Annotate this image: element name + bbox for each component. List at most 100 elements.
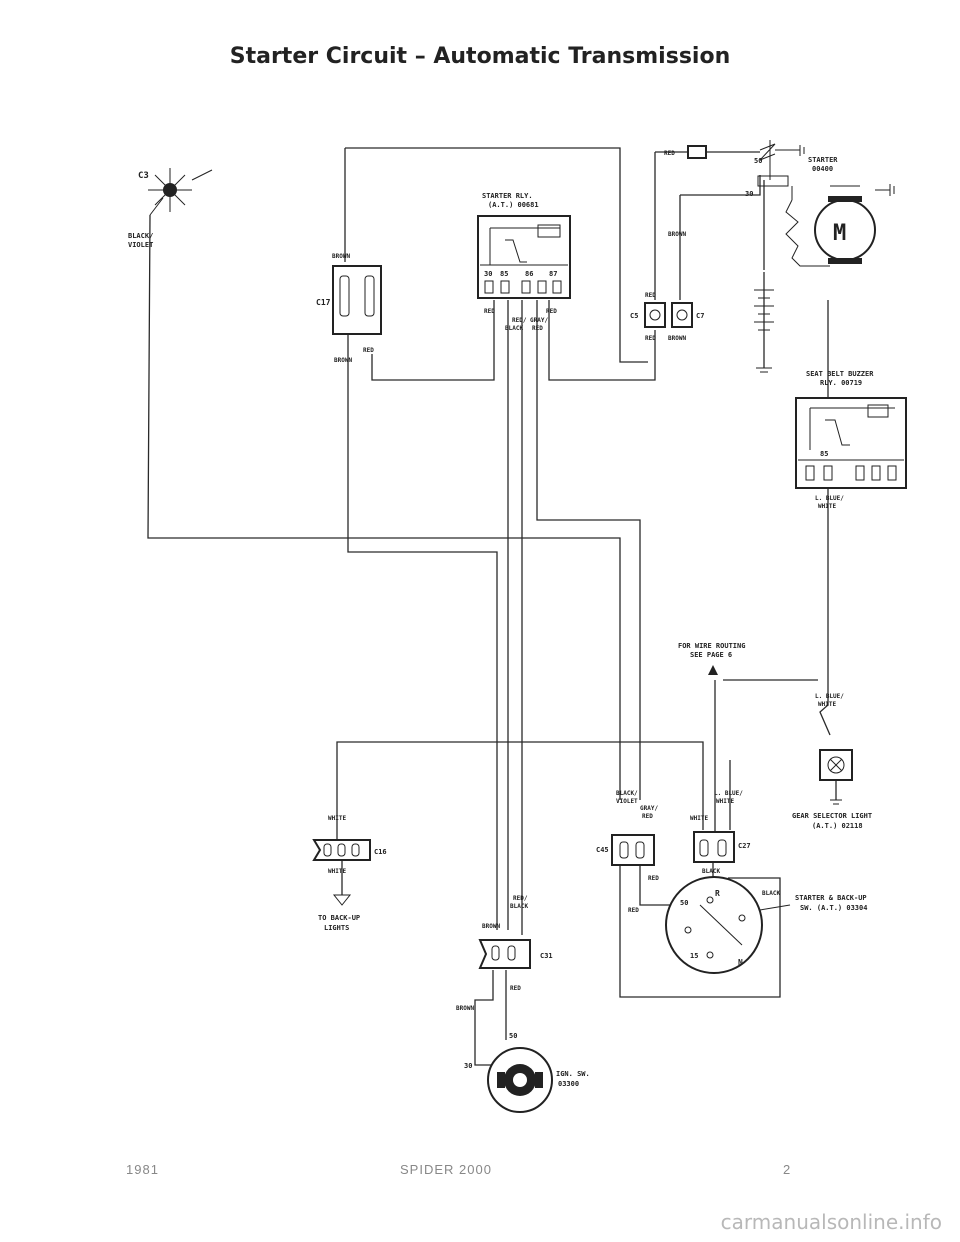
c45-gray-red-line1: GRAY/: [640, 805, 658, 812]
battery-symbol: [754, 289, 774, 373]
c3-label: C3: [138, 171, 149, 181]
switch-terminal-r: R: [715, 889, 720, 898]
c31-label: C31: [540, 952, 553, 960]
starter-label-line2: 00400: [812, 165, 833, 173]
ign-terminal-50: 50: [509, 1032, 517, 1040]
connector-c31: C31: [478, 939, 553, 969]
connector-c7: C7: [671, 302, 704, 328]
relay-red-label-2: RED: [546, 308, 557, 315]
starter-backup-switch: R N 50 15: [665, 876, 763, 974]
c31-rb-line1: RED/: [513, 895, 528, 902]
starter-red: RED: [664, 150, 675, 157]
switch-black: BLACK: [762, 890, 780, 897]
c27-black: BLACK: [702, 868, 720, 875]
seat-belt-buzzer-relay: 85: [795, 397, 907, 489]
c3-light-symbol: C3: [138, 168, 213, 216]
c7-label: C7: [696, 312, 704, 320]
c5-label: C5: [630, 312, 638, 320]
c5-red-top: RED: [645, 292, 656, 299]
connector-c27: C27: [693, 831, 751, 863]
c27-label: C27: [738, 842, 751, 850]
backup-switch-label-line2: SW. (A.T.) 03304: [800, 904, 867, 912]
ground-arrow-icon: [332, 894, 352, 906]
c17-bottom-brown: BROWN: [334, 357, 352, 364]
c27-white: WHITE: [690, 815, 708, 822]
relay-red-black-line1: RED/: [512, 317, 527, 324]
page-title: Starter Circuit – Automatic Transmission: [229, 44, 731, 69]
ign-brown: BROWN: [456, 1005, 474, 1012]
relay-gray-red-line1: GRAY/: [530, 317, 548, 324]
relay-terminal-30: 30: [484, 270, 492, 278]
fuse-symbol: [687, 145, 707, 159]
switch-terminal-50: 50: [680, 899, 688, 907]
buzzer-wire-line2: WHITE: [818, 503, 836, 510]
starter-motor: M: [757, 140, 895, 267]
connector-c16: C16: [312, 839, 387, 861]
c3-wire-color-line1: BLACK/: [128, 232, 153, 240]
backup-switch-label-line1: STARTER & BACK-UP: [795, 894, 867, 902]
c17-red: RED: [363, 347, 374, 354]
c45-bv-line2: VIOLET: [616, 798, 638, 805]
c31-brown: BROWN: [482, 923, 500, 930]
c16-white-bottom: WHITE: [328, 868, 346, 875]
buzzer-relay-label-line1: SEAT BELT BUZZER: [806, 370, 874, 378]
c45-gray-red-line2: RED: [642, 813, 653, 820]
c45-label: C45: [596, 846, 609, 854]
motor-symbol: M: [833, 221, 846, 246]
starter-terminal-50: 50: [754, 157, 762, 165]
backup-lights-label-line1: TO BACK-UP: [318, 914, 360, 922]
ignition-switch: [487, 1047, 553, 1113]
ign-switch-label-line2: 03300: [558, 1080, 579, 1088]
ign-terminal-30: 30: [464, 1062, 472, 1070]
routing-arrow-icon: [708, 665, 718, 675]
relay-red-black-line2: BLACK: [505, 325, 523, 332]
c5-red-bottom: RED: [645, 335, 656, 342]
switch-red: RED: [628, 907, 639, 914]
footer-model: SPIDER 2000: [400, 1162, 492, 1177]
c27-lbw-line1: L. BLUE/: [714, 790, 743, 797]
starter-relay-label-line2: (A.T.) 00681: [488, 201, 539, 209]
backup-lights-label-line2: LIGHTS: [324, 924, 349, 932]
footer-year: 1981: [126, 1162, 159, 1177]
c45-red: RED: [648, 875, 659, 882]
routing-note-line1: FOR WIRE ROUTING: [678, 642, 745, 650]
routing-note-line2: SEE PAGE 6: [690, 651, 732, 659]
buzzer-relay-label-line2: RLY. 00719: [820, 379, 862, 387]
gear-light-label-line2: (A.T.) 02118: [812, 822, 863, 830]
buzzer-relay-terminal-85: 85: [820, 450, 828, 458]
c45-bv-line1: BLACK/: [616, 790, 638, 797]
gear-light-wire-line1: L. BLUE/: [815, 693, 844, 700]
gear-light-label-line1: GEAR SELECTOR LIGHT: [792, 812, 872, 820]
connector-c17: C17: [316, 265, 382, 335]
c31-rb-line2: BLACK: [510, 903, 528, 910]
buzzer-wire-line1: L. BLUE/: [815, 495, 844, 502]
relay-red-label: RED: [484, 308, 495, 315]
switch-terminal-15: 15: [690, 952, 698, 960]
relay-terminal-87: 87: [549, 270, 557, 278]
watermark: carmanualsonline.info: [720, 1210, 942, 1234]
starter-label-line1: STARTER: [808, 156, 838, 164]
gear-light-wire-line2: WHITE: [818, 701, 836, 708]
starter-terminal-30: 30: [745, 190, 753, 198]
starter-relay-label-line1: STARTER RLY.: [482, 192, 533, 200]
connector-c45: C45: [596, 834, 655, 866]
relay-terminal-85: 85: [500, 270, 508, 278]
c7-brown: BROWN: [668, 335, 686, 342]
c27-lbw-line2: WHITE: [716, 798, 734, 805]
wires: [147, 147, 837, 1066]
switch-terminal-n: N: [738, 958, 743, 967]
c3-wire-color-line2: VIOLET: [128, 241, 153, 249]
ign-switch-label-line1: IGN. SW.: [556, 1070, 590, 1078]
starter-brown: BROWN: [668, 231, 686, 238]
c16-label: C16: [374, 848, 387, 856]
c31-red: RED: [510, 985, 521, 992]
gear-selector-light: [819, 749, 853, 805]
c17-label: C17: [316, 298, 331, 307]
relay-gray-red-line2: RED: [532, 325, 543, 332]
connector-c5: C5: [630, 302, 666, 328]
relay-terminal-86: 86: [525, 270, 533, 278]
footer-page-number: 2: [783, 1162, 792, 1177]
starter-relay: 30 85 86 87: [477, 215, 571, 299]
